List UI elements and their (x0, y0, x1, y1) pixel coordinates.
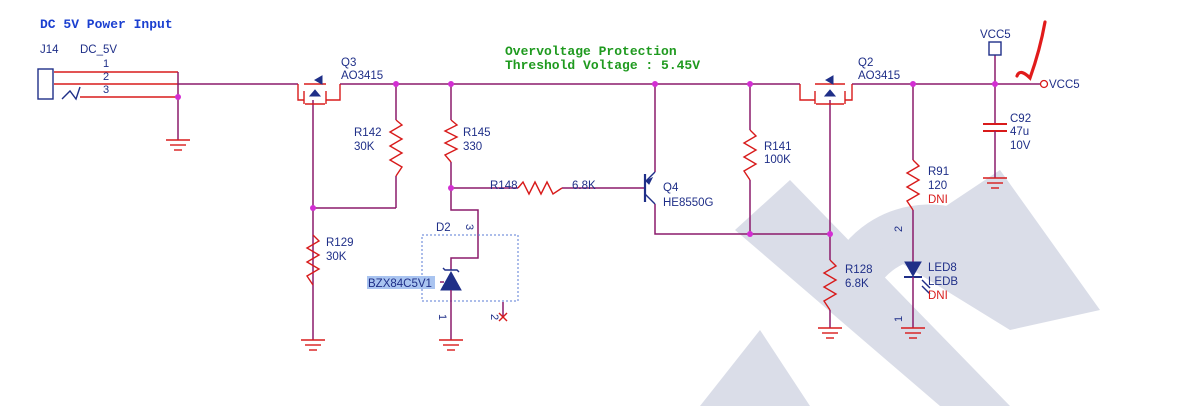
wires (177, 55, 1010, 340)
jack-body (37, 68, 54, 100)
vcc5-port-label: VCC5 (980, 29, 1011, 41)
junction (910, 81, 916, 87)
r141-ref: R141 (764, 141, 792, 153)
junction (448, 185, 454, 191)
resistor-r91: R91 120 DNI (905, 159, 949, 211)
j14-pin-1: 1 (103, 58, 109, 70)
r145-value: 330 (463, 141, 482, 153)
r142-value: 30K (354, 141, 375, 153)
watermark-logo (700, 170, 1100, 406)
led8-ref: LED8 (928, 262, 957, 274)
r91-ref: R91 (928, 166, 949, 178)
resistor-r142: R142 30K (354, 119, 404, 177)
q2-ref: Q2 (858, 57, 873, 69)
ground-c92 (983, 177, 1007, 189)
mosfet-q3: Q3 AO3415 (297, 57, 383, 105)
resistor-r128: R128 6.8K (822, 255, 873, 328)
j14-ref: J14 (40, 44, 59, 56)
j14-pin-2: 2 (103, 71, 109, 83)
ground-d2 (439, 339, 463, 351)
resistor-r141: R141 100K (742, 129, 792, 181)
r128-ref: R128 (845, 264, 873, 276)
ground-j14 (166, 139, 190, 151)
schematic-title: DC 5V Power Input (40, 17, 173, 32)
resistor-r145: R145 330 (443, 119, 491, 163)
resistor-r129: R129 30K (305, 234, 354, 286)
led8-pin-2: 2 (893, 226, 905, 232)
c92-ref: C92 (1010, 113, 1031, 125)
q3-value: AO3415 (341, 70, 383, 82)
capacitor-c92: C92 47u 10V (983, 113, 1031, 178)
connector-j14: J14 DC_5V 1 2 3 (37, 44, 178, 101)
r145-ref: R145 (463, 127, 491, 139)
resistor-r148: R148 6.8K (490, 180, 596, 196)
d2-pin-3: 3 (463, 224, 475, 230)
jack-spring (61, 86, 81, 101)
mosfet-q2: Q2 AO3415 (799, 57, 900, 105)
q4-value: HE8550G (663, 197, 714, 209)
q4-ref: Q4 (663, 182, 679, 194)
ground-symbols (166, 139, 1007, 351)
r91-value: 120 (928, 180, 947, 192)
q2-value: AO3415 (858, 70, 900, 82)
junction (992, 81, 998, 87)
ground-led8 (901, 327, 925, 339)
ground-r129 (301, 339, 325, 351)
j14-pin-3: 3 (103, 84, 109, 96)
junction (747, 231, 753, 237)
led8-value: LEDB (928, 276, 958, 288)
junction (747, 81, 753, 87)
r141-value: 100K (764, 154, 791, 166)
d2-pin-2: 2 (488, 314, 500, 320)
r128-value: 6.8K (845, 278, 869, 290)
annotation-line-2: Threshold Voltage : 5.45V (505, 58, 700, 73)
junction (448, 81, 454, 87)
r148-value: 6.8K (572, 180, 596, 192)
q3-ref: Q3 (341, 57, 356, 69)
d2-pin-1: 1 (436, 314, 448, 320)
led8-dni: DNI (928, 290, 948, 302)
zener-d2: D2 BZX84C5V1 3 1 2 (367, 222, 519, 340)
r148-ref: R148 (490, 180, 518, 192)
junction (393, 81, 399, 87)
led-led8: LED8 LEDB DNI 2 1 (893, 226, 958, 328)
junction-dots (175, 81, 998, 237)
d2-package-outline (421, 234, 519, 302)
junction (827, 231, 833, 237)
transistor-q4: Q4 HE8550G (640, 171, 714, 209)
c92-value: 47u (1010, 126, 1029, 138)
checkmark-annotation (1015, 20, 1047, 81)
d2-ref: D2 (436, 222, 451, 234)
ground-r128 (818, 327, 842, 339)
d2-value-highlight (367, 276, 435, 289)
j14-value: DC_5V (80, 44, 117, 56)
vcc5-net-label: VCC5 (1010, 79, 1080, 91)
junction (652, 81, 658, 87)
junction (175, 94, 181, 100)
r91-dni: DNI (928, 194, 948, 206)
annotation-line-1: Overvoltage Protection (505, 44, 677, 59)
r142-ref: R142 (354, 127, 382, 139)
junction (310, 205, 316, 211)
led8-pin-1: 1 (893, 316, 905, 322)
c92-voltage: 10V (1010, 140, 1031, 152)
vcc5-net-text: VCC5 (1049, 79, 1080, 91)
d2-value: BZX84C5V1 (368, 278, 432, 290)
r129-ref: R129 (326, 237, 354, 249)
r129-value: 30K (326, 251, 347, 263)
vcc5-power-port: VCC5 (980, 29, 1011, 56)
